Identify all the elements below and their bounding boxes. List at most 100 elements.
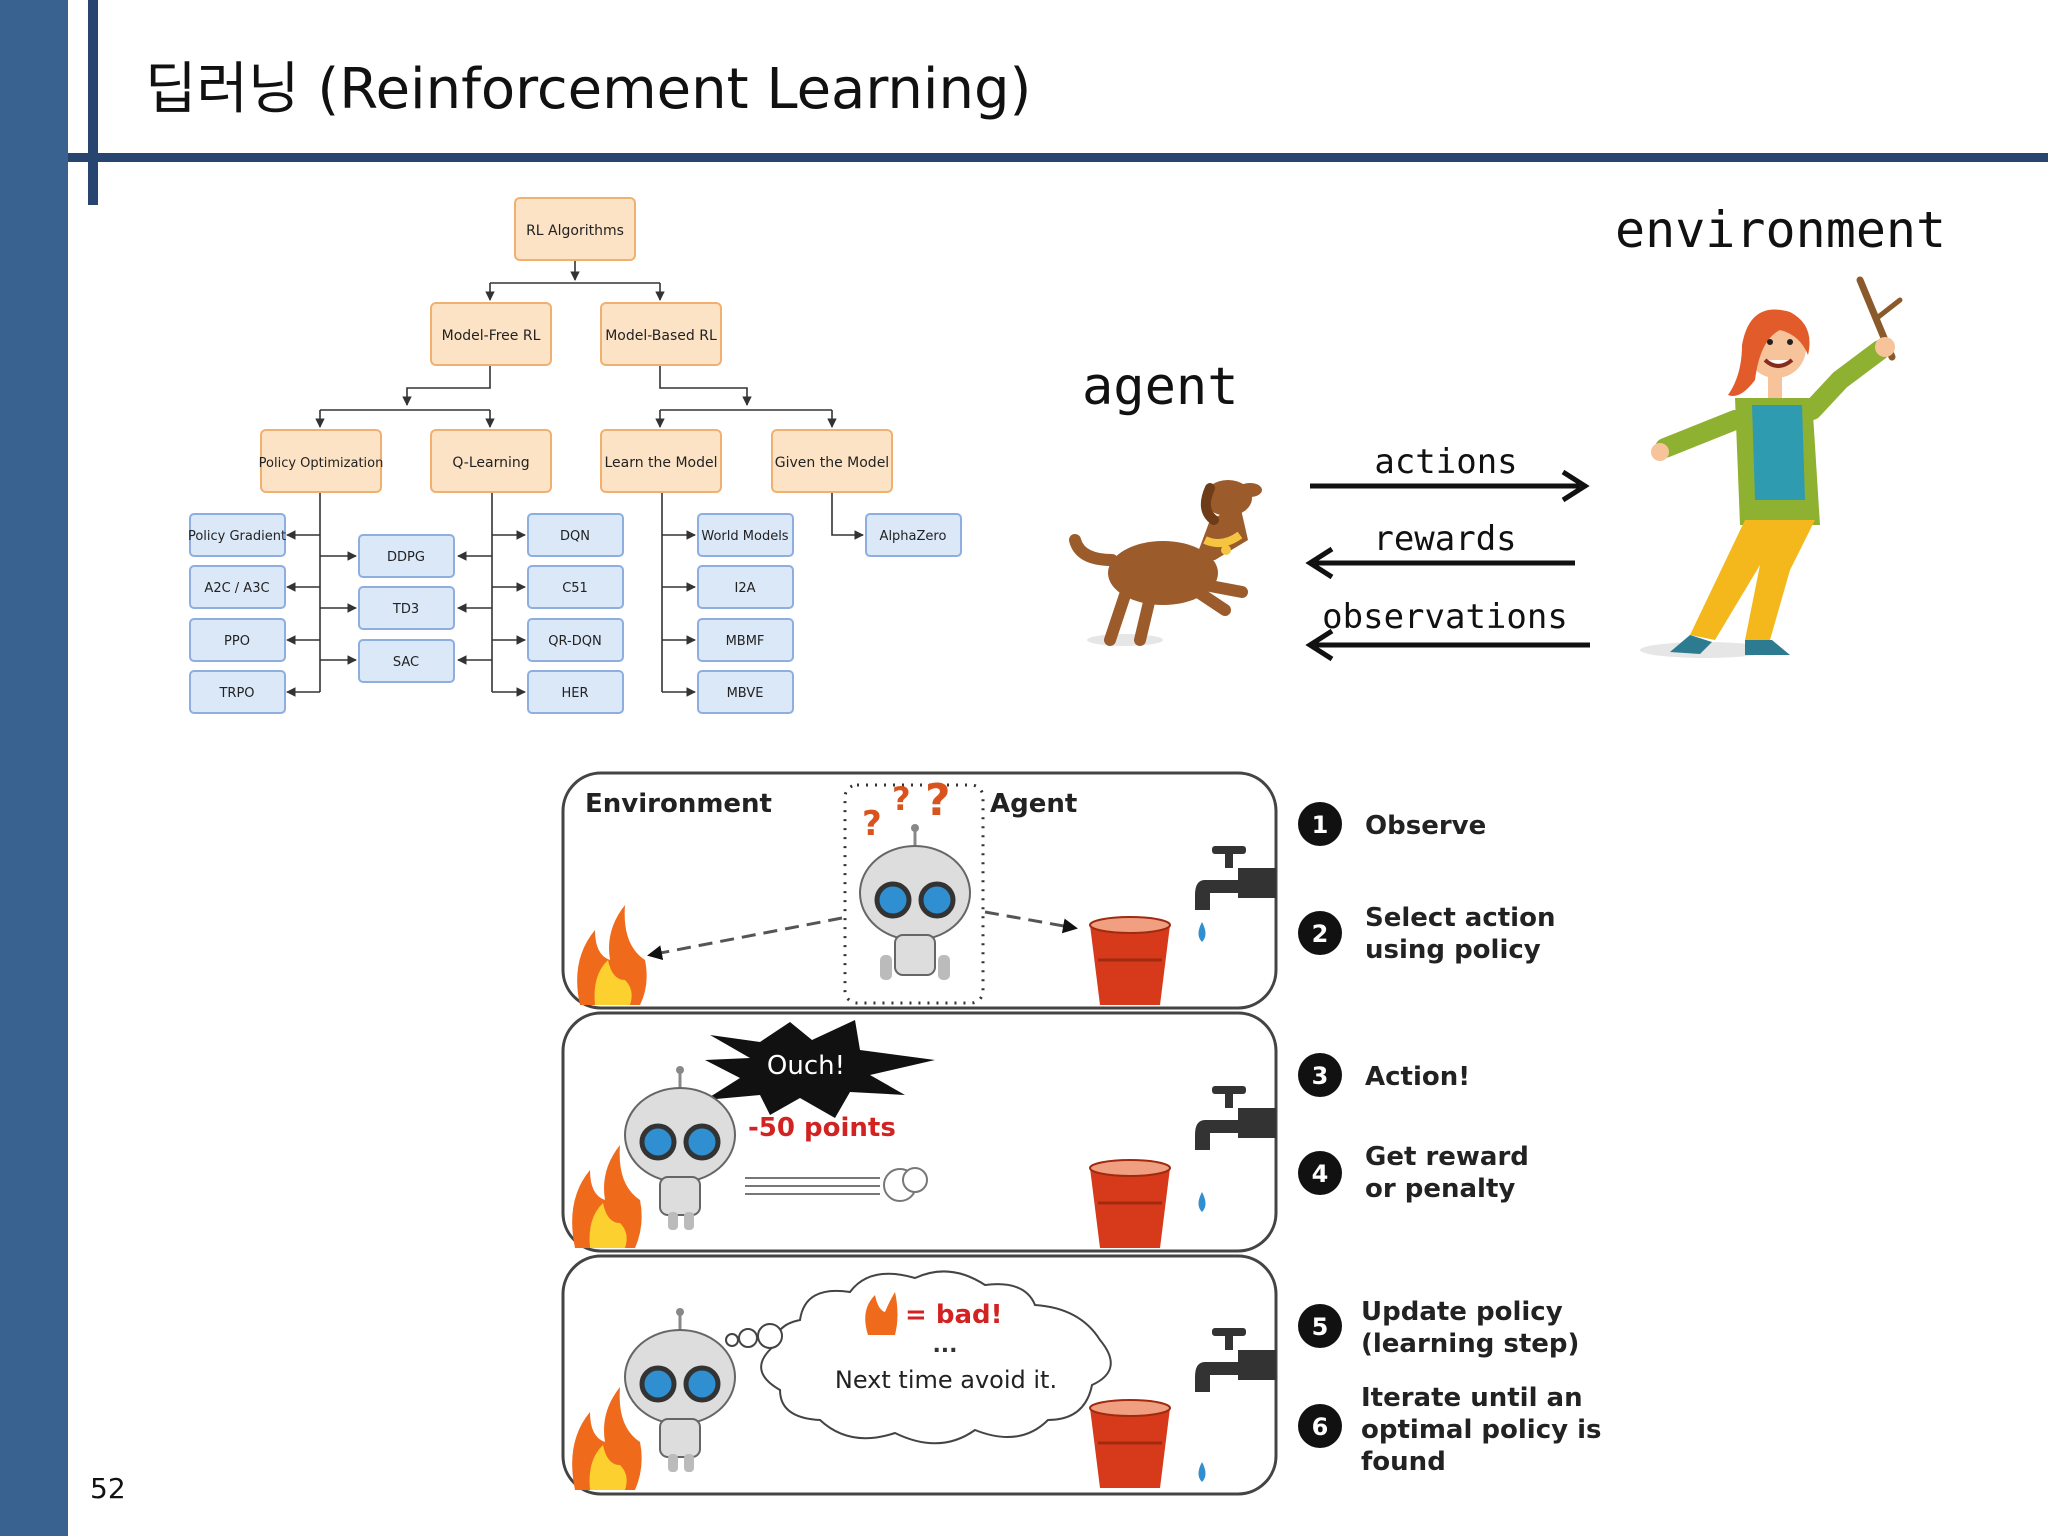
step-5: 5 Update policy (learning step) — [1298, 1297, 1579, 1359]
svg-text:I2A: I2A — [735, 581, 756, 596]
svg-text:?: ? — [892, 780, 911, 818]
svg-text:MBVE: MBVE — [727, 686, 764, 701]
step-1: 1 Observe — [1298, 802, 1486, 846]
node-given-the-model: Given the Model — [771, 429, 893, 493]
svg-text:Policy Gradient: Policy Gradient — [188, 529, 286, 544]
fire-icon — [572, 1145, 642, 1248]
bucket-icon — [1089, 916, 1171, 1005]
title-accent-vertical-bar — [88, 0, 98, 205]
avoid-label: Next time avoid it. — [835, 1366, 1057, 1394]
svg-text:6: 6 — [1312, 1413, 1329, 1441]
rewards-arrow: rewards — [1305, 519, 1575, 580]
svg-text:DDPG: DDPG — [387, 550, 425, 565]
step-6: 6 Iterate until an optimal policy is fou… — [1298, 1383, 1602, 1477]
faucet-icon — [1195, 846, 1276, 942]
leaf-world-models: World Models — [697, 513, 794, 557]
svg-text:AlphaZero: AlphaZero — [880, 529, 947, 544]
svg-text:Select action: Select action — [1365, 903, 1555, 933]
tree-connectors — [286, 260, 864, 697]
faucet-icon — [1195, 1328, 1276, 1482]
svg-text:Policy Optimization: Policy Optimization — [259, 456, 384, 471]
fire-icon — [577, 905, 647, 1005]
svg-text:TD3: TD3 — [392, 602, 419, 617]
ouch-burst: Ouch! — [705, 1020, 935, 1118]
node-model-free-rl: Model-Free RL — [430, 302, 552, 366]
svg-text:3: 3 — [1312, 1062, 1329, 1090]
robot-icon — [624, 1066, 736, 1230]
fire-icon — [572, 1387, 642, 1490]
comic-panel-action: Ouch! -50 points — [561, 1011, 1278, 1253]
leaf-dqn: DQN — [527, 513, 624, 557]
bad-label: = bad! — [905, 1300, 1002, 1330]
svg-text:or penalty: or penalty — [1365, 1174, 1515, 1204]
svg-text:Update policy: Update policy — [1361, 1297, 1563, 1327]
step-4: 4 Get reward or penalty — [1298, 1142, 1529, 1204]
svg-text:World Models: World Models — [701, 529, 788, 544]
page-number: 52 — [90, 1472, 126, 1505]
svg-text:rewards: rewards — [1373, 519, 1516, 559]
svg-text:Iterate until an: Iterate until an — [1361, 1383, 1583, 1413]
robot-icon — [859, 824, 971, 980]
svg-text:Learn the Model: Learn the Model — [604, 455, 717, 471]
node-policy-optimization: Policy Optimization — [259, 429, 384, 493]
agent-environment-illustration: agent environment actions rewards observ… — [1069, 201, 1946, 662]
comic-panel-observe: Environment Agent ? ? ? — [561, 771, 1278, 1010]
leaf-trpo: TRPO — [189, 670, 286, 714]
agent-label: agent — [1082, 357, 1239, 417]
leaf-alphazero: AlphaZero — [865, 513, 962, 557]
actions-arrow: actions — [1310, 442, 1590, 503]
svg-text:Ouch!: Ouch! — [767, 1051, 845, 1081]
step-3: 3 Action! — [1298, 1053, 1470, 1097]
node-q-learning: Q-Learning — [430, 429, 552, 493]
svg-text:observations: observations — [1322, 597, 1568, 637]
leaf-ppo: PPO — [189, 618, 286, 662]
leaf-policy-gradient: Policy Gradient — [188, 513, 286, 557]
panel-agent-label: Agent — [990, 789, 1077, 819]
svg-text:QR-DQN: QR-DQN — [548, 634, 601, 649]
svg-text:5: 5 — [1312, 1313, 1329, 1341]
svg-text:Q-Learning: Q-Learning — [452, 455, 529, 471]
bucket-icon — [1089, 1159, 1171, 1248]
svg-text:TRPO: TRPO — [218, 686, 254, 701]
faucet-icon — [1195, 1086, 1276, 1212]
leaf-mbve: MBVE — [697, 670, 794, 714]
svg-text:A2C / A3C: A2C / A3C — [204, 581, 269, 596]
title-underline-bar — [68, 153, 2048, 162]
dog-icon — [1069, 480, 1262, 646]
left-sidebar-band — [0, 0, 68, 1536]
svg-text:PPO: PPO — [224, 634, 250, 649]
svg-text:1: 1 — [1312, 811, 1329, 839]
svg-text:...: ... — [932, 1333, 957, 1358]
robot-icon — [624, 1308, 736, 1472]
svg-text:using policy: using policy — [1365, 935, 1541, 965]
leaf-qr-dqn: QR-DQN — [527, 618, 624, 662]
leaf-a2c-a3c: A2C / A3C — [189, 565, 286, 609]
step-2: 2 Select action using policy — [1298, 903, 1555, 965]
svg-text:optimal policy is: optimal policy is — [1361, 1415, 1602, 1445]
svg-text:DQN: DQN — [560, 529, 590, 544]
environment-label: environment — [1615, 201, 1946, 259]
svg-text:Get reward: Get reward — [1365, 1142, 1529, 1172]
leaf-td3: TD3 — [358, 586, 455, 630]
svg-text:Observe: Observe — [1365, 811, 1486, 841]
leaf-i2a: I2A — [697, 565, 794, 609]
speed-lines — [745, 1167, 928, 1202]
leaf-her: HER — [527, 670, 624, 714]
svg-text:2: 2 — [1312, 920, 1329, 948]
svg-text:Model-Based RL: Model-Based RL — [605, 328, 717, 344]
node-model-based-rl: Model-Based RL — [600, 302, 722, 366]
thought-cloud: = bad! ... Next time avoid it. — [725, 1270, 1112, 1445]
svg-text:found: found — [1361, 1447, 1446, 1477]
penalty-label: -50 points — [748, 1113, 896, 1143]
rl-steps-comic: Environment Agent ? ? ? — [561, 771, 1602, 1496]
svg-text:Action!: Action! — [1365, 1062, 1470, 1092]
node-learn-the-model: Learn the Model — [600, 429, 722, 493]
svg-text:(learning step): (learning step) — [1361, 1329, 1579, 1359]
bucket-icon — [1089, 1399, 1171, 1488]
svg-text:?: ? — [862, 804, 882, 844]
leaf-c51: C51 — [527, 565, 624, 609]
svg-text:Model-Free RL: Model-Free RL — [442, 328, 541, 344]
page-title: 딥러닝 (Reinforcement Learning) — [145, 57, 1032, 122]
node-rl-algorithms: RL Algorithms — [514, 197, 636, 261]
